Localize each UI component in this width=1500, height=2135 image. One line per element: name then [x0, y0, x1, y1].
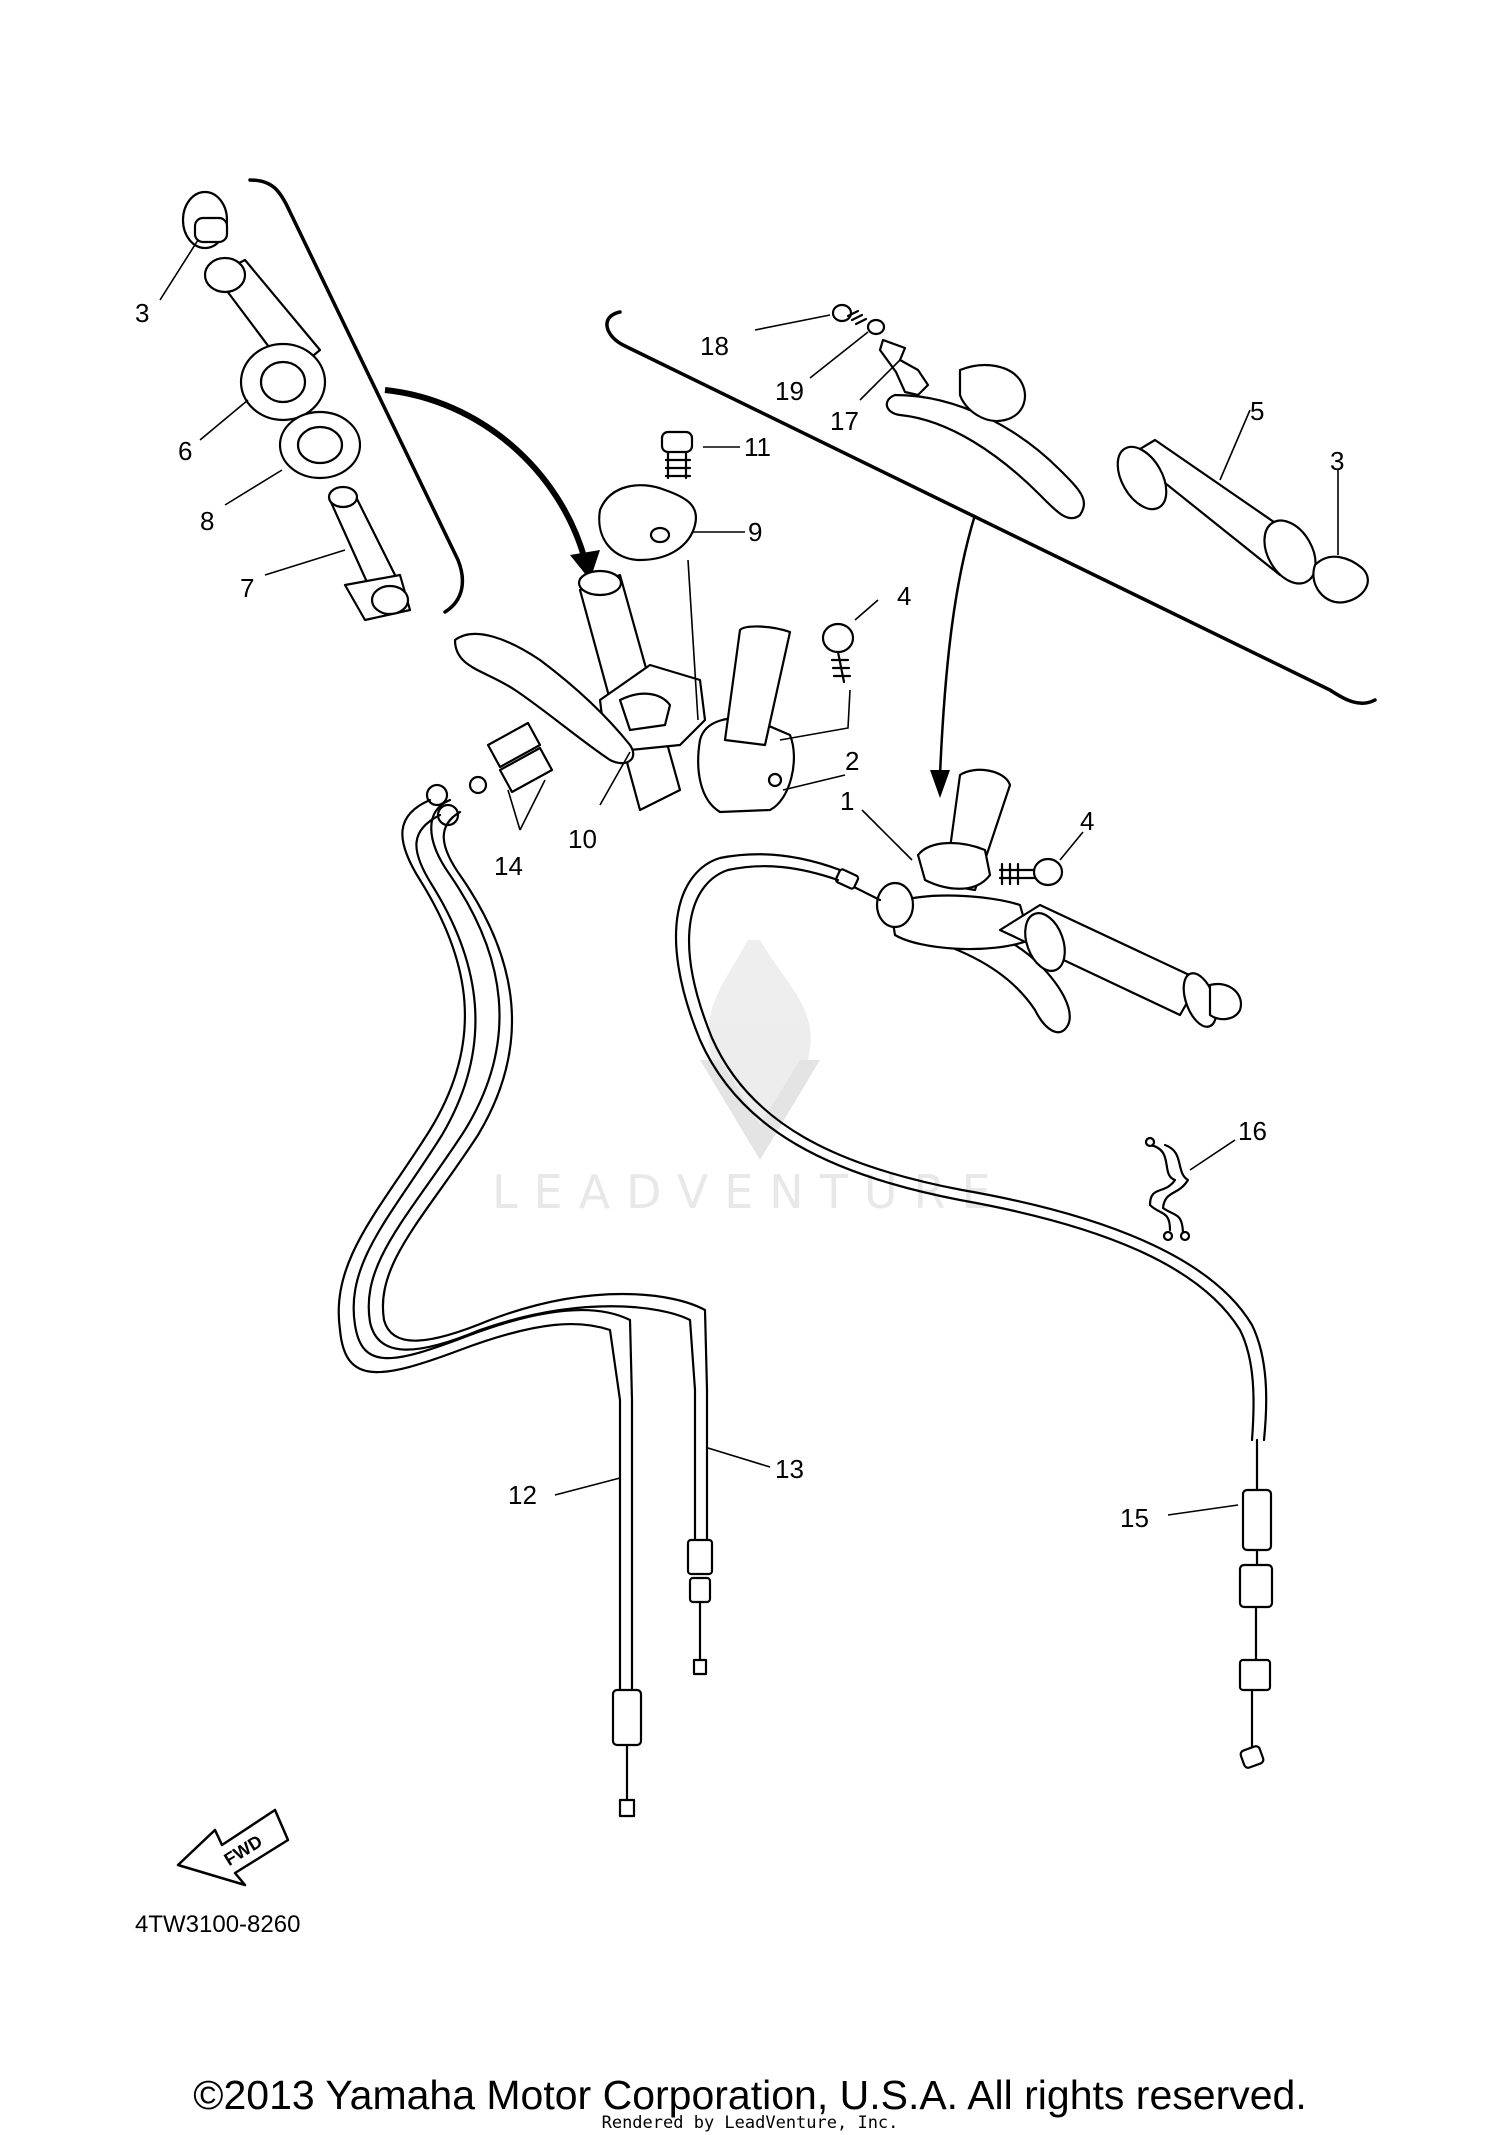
callout-17: 17 [830, 406, 859, 436]
throttle-assembly: 11 9 4 2 10 14 [425, 430, 911, 881]
callout-4-center: 4 [897, 581, 911, 611]
callout-13: 13 [775, 1454, 804, 1484]
bar-end-cap-right [1312, 555, 1369, 604]
cable-12-end [611, 1688, 643, 1818]
callout-14: 14 [494, 851, 523, 881]
cable-13-end [686, 1538, 714, 1676]
callout-5: 5 [1250, 396, 1264, 426]
arrow-head-right [930, 770, 950, 798]
callout-3-right: 3 [1330, 446, 1344, 476]
bolt-4-center [821, 622, 855, 684]
washer [278, 410, 362, 480]
callout-19: 19 [775, 376, 804, 406]
cable-clamp-16: 16 [1144, 1116, 1267, 1242]
clutch-adjuster [875, 881, 915, 929]
callout-4-right: 4 [1080, 806, 1094, 836]
grip-left [203, 256, 327, 422]
callout-8: 8 [200, 506, 214, 536]
callout-6: 6 [178, 436, 192, 466]
grip-right [1116, 438, 1317, 585]
callout-16: 16 [1238, 1116, 1267, 1146]
callout-2: 2 [845, 746, 859, 776]
rendered-by-notice: Rendered by LeadVenture, Inc. [601, 2113, 899, 2133]
copyright-notice: ©2013 Yamaha Motor Corporation, U.S.A. A… [193, 2072, 1307, 2118]
front-brake-lever [453, 632, 635, 765]
bar-end-cap-left [181, 190, 229, 250]
callout-9: 9 [748, 517, 762, 547]
callout-12: 12 [508, 1480, 537, 1510]
right-inset: 18 19 17 5 3 [605, 303, 1377, 705]
throttle-cap-9 [598, 484, 698, 562]
clutch-cable: 15 [674, 853, 1274, 1769]
throttle-cables: 12 13 [337, 798, 804, 1818]
holder-17 [878, 338, 930, 397]
clutch-cable-adjuster-15 [1241, 1488, 1273, 1552]
lever-bracket-inset [958, 363, 1027, 423]
callout-10: 10 [568, 824, 597, 854]
clutch-perch-1 [916, 841, 992, 890]
watermark-logo: LEADVENTURE [492, 940, 1007, 1219]
clutch-lever-inset [885, 393, 1085, 520]
callout-1: 1 [840, 786, 854, 816]
callout-18: 18 [700, 331, 729, 361]
throttle-tube-inset [327, 485, 412, 622]
fwd-arrow-icon: FWD [176, 1808, 290, 1887]
diagram-code: 4TW3100-8260 [135, 1911, 300, 1938]
clutch-cable-end [1239, 1745, 1265, 1769]
arrow-left-to-throttle [384, 387, 588, 561]
callout-15: 15 [1120, 1503, 1149, 1533]
screw-18 [831, 303, 868, 326]
left-inset: 3 6 8 7 [135, 178, 465, 622]
callout-7: 7 [240, 573, 254, 603]
clutch-assembly: 4 1 [834, 768, 1243, 1034]
washer-19 [866, 318, 886, 336]
cable-adjusters-14 [425, 721, 554, 827]
callout-11: 11 [744, 432, 771, 462]
callout-3-left: 3 [135, 298, 149, 328]
bolt-4-right [998, 857, 1064, 887]
bolt-11 [660, 430, 694, 480]
arrow-right-to-clutch [938, 514, 977, 776]
master-cylinder-2 [697, 717, 795, 814]
watermark-text: LEADVENTURE [492, 1165, 1007, 1219]
